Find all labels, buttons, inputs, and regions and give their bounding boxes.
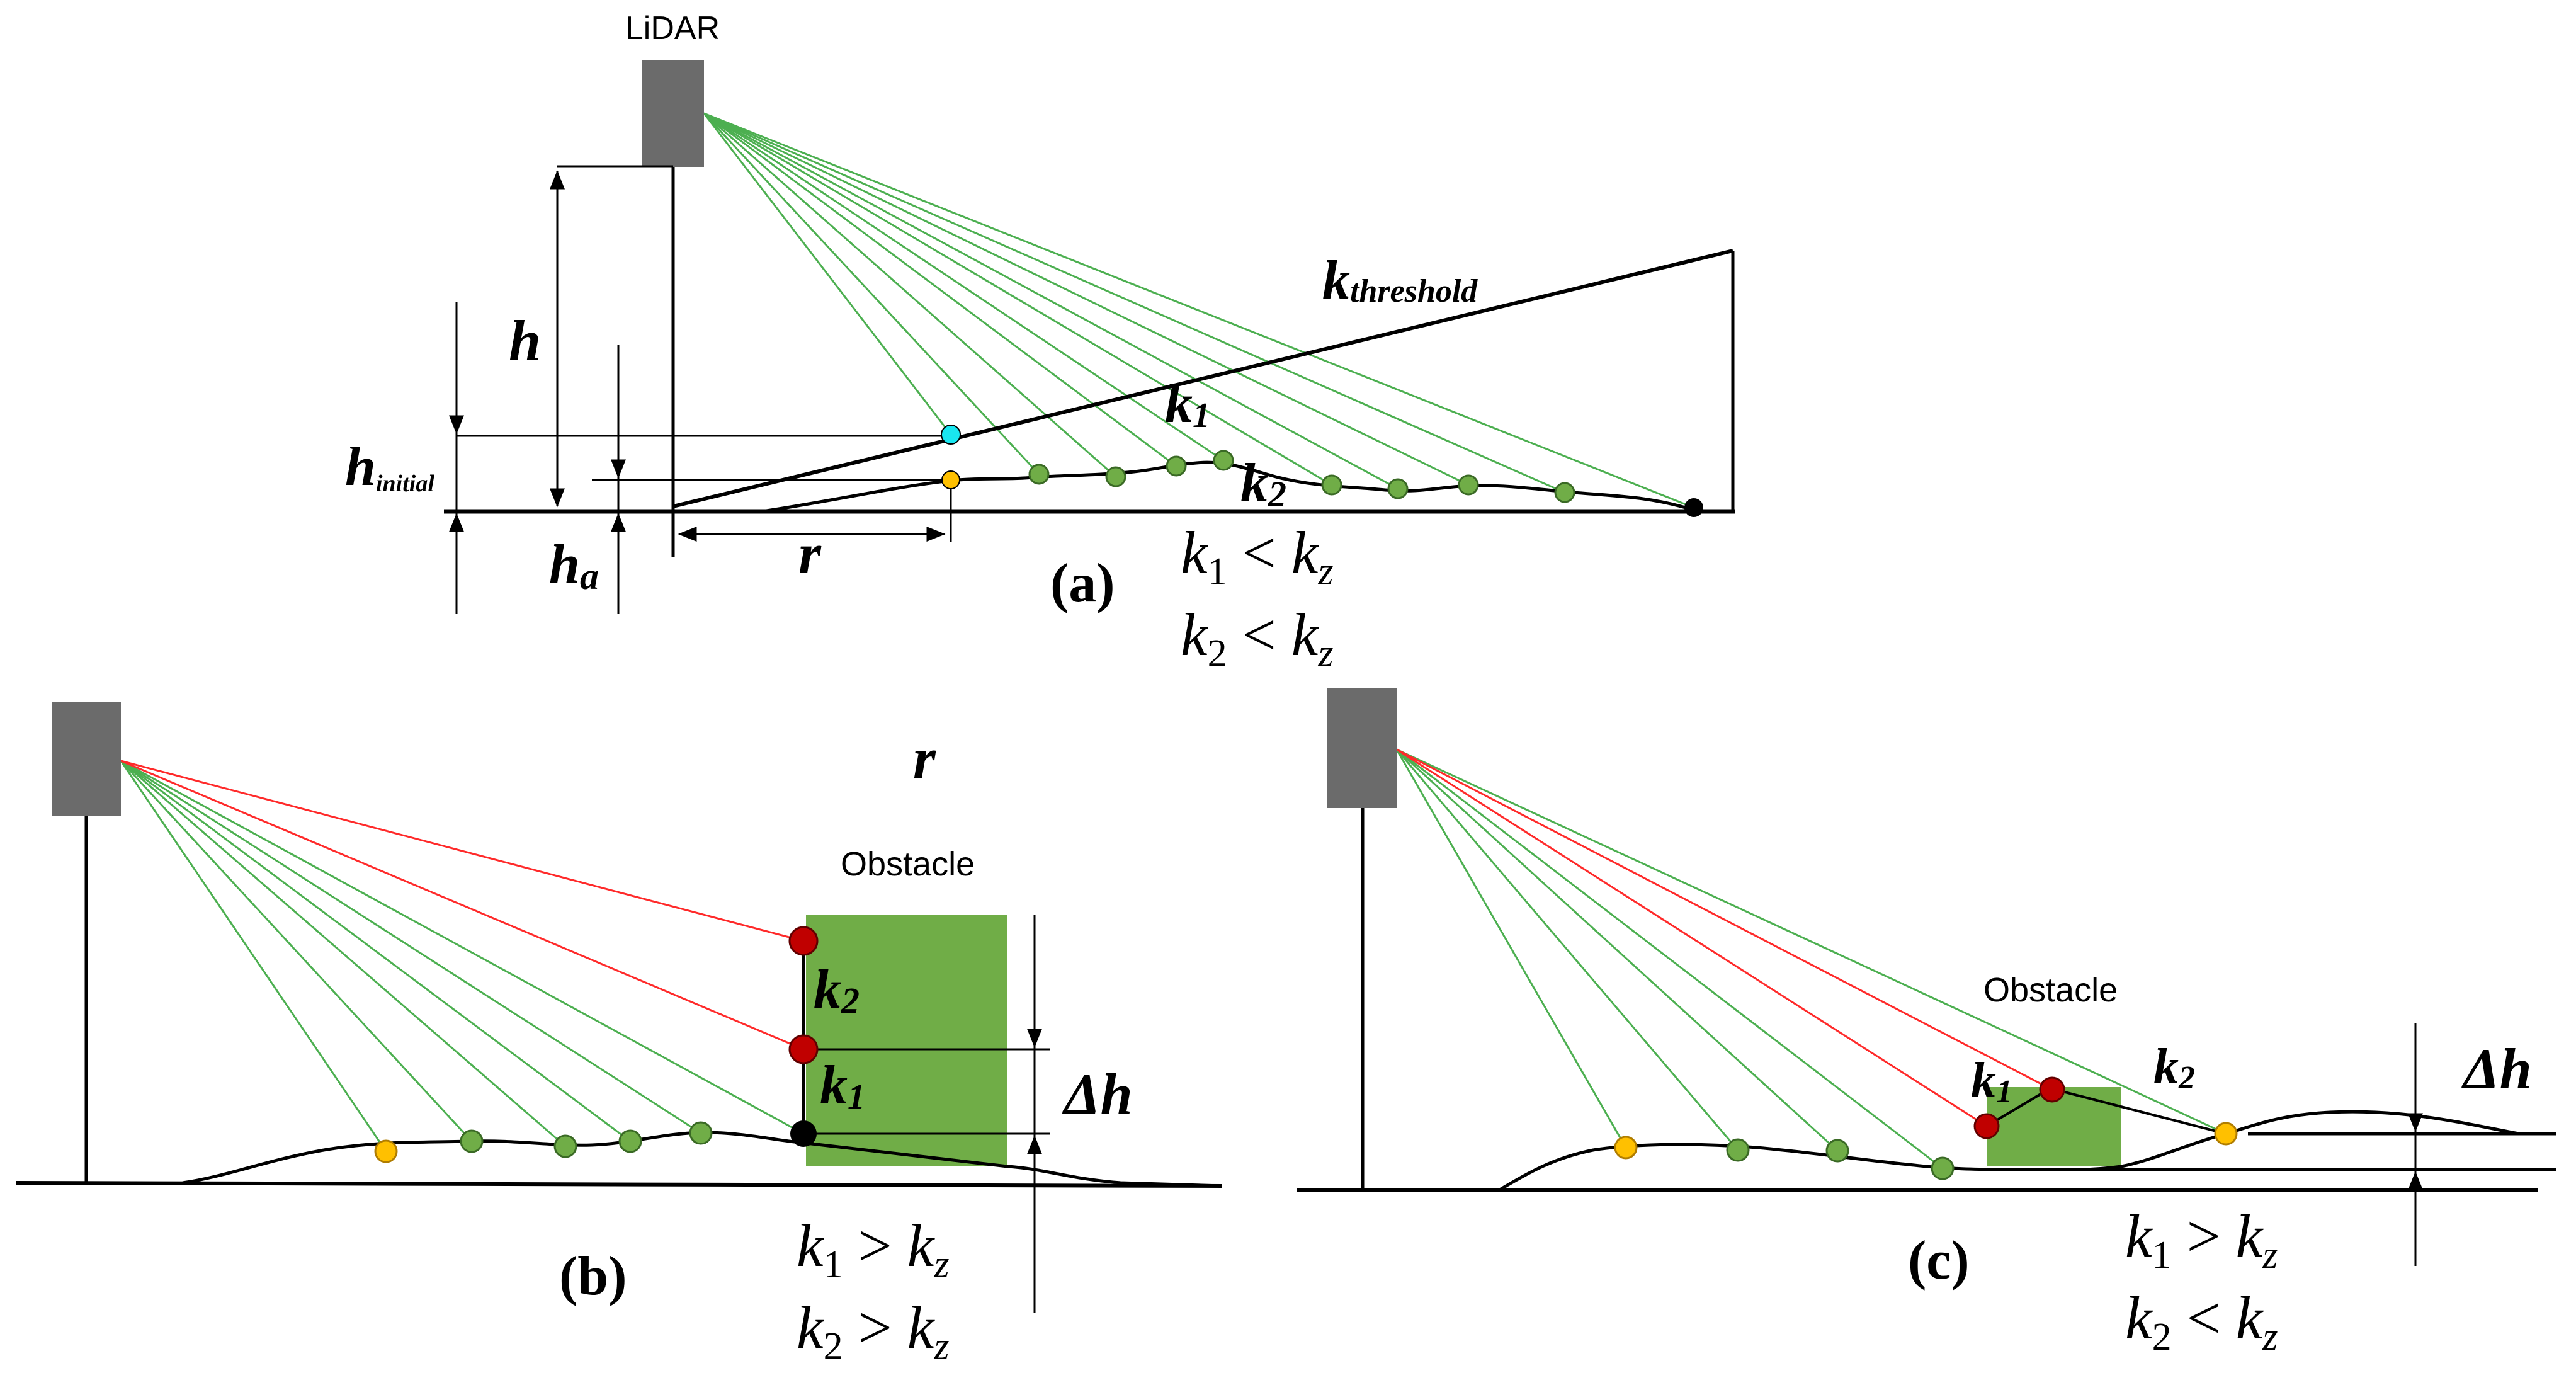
obstacle-label-c: Obstacle — [1983, 971, 2118, 1009]
ground-point — [1726, 1138, 1750, 1162]
lidar-sensor-c — [1327, 688, 1397, 808]
k1-label-b: k1 — [820, 1055, 865, 1117]
h-a-label: ha — [549, 534, 599, 597]
lidar-beams-b — [120, 760, 804, 1152]
ground-point — [618, 1129, 642, 1153]
beam-green — [120, 760, 566, 1148]
ground-point — [1458, 474, 1479, 496]
terrain-curve-a — [761, 460, 1735, 513]
beam-green — [703, 112, 1116, 478]
ground-point — [1825, 1139, 1849, 1163]
point-black-a — [1684, 498, 1703, 517]
panel-b-label: (b) — [559, 1246, 627, 1307]
beam-green — [120, 760, 387, 1152]
beam-green — [703, 112, 1177, 467]
r-label-b: r — [913, 726, 936, 790]
inequality-c-2: k2 < kz — [2125, 1284, 2278, 1359]
beam-green — [703, 112, 1399, 490]
ground-line-b — [15, 1181, 1222, 1188]
beam-green — [120, 760, 804, 1135]
panel-c-label: (c) — [1908, 1230, 1970, 1291]
terrain-curve-b — [182, 1131, 1222, 1188]
beam-green — [703, 112, 1332, 486]
k2-label-b: k2 — [814, 959, 860, 1021]
point-red-c-2 — [2039, 1076, 2065, 1103]
panel-b: r Obstacle k2 k1 Δh (b) k1 > kz k2 > kz — [15, 702, 1222, 1368]
ground-point — [689, 1121, 713, 1145]
k2-label-a: k2 — [1240, 453, 1286, 515]
beam-green — [120, 760, 701, 1134]
k1-label-a: k1 — [1165, 373, 1210, 435]
ground-point — [1166, 455, 1187, 477]
k2-label-c: k2 — [2153, 1039, 2195, 1096]
delta-h-label-b: Δh — [1062, 1062, 1133, 1126]
panel-c: Obstacle k1 k2 Δh (c) k1 > kz k2 < kz — [1297, 688, 2556, 1359]
inequality-b-1: k1 > kz — [797, 1212, 950, 1286]
point-orange-c-1 — [1614, 1136, 1638, 1160]
lidar-label: LiDAR — [625, 10, 720, 47]
ground-point — [1105, 466, 1126, 487]
r-label-a: r — [798, 522, 822, 586]
beam-green — [703, 112, 1224, 462]
k-threshold-line — [672, 249, 1733, 508]
beam-green — [703, 113, 952, 435]
lidar-beams-c — [1395, 748, 2227, 1170]
obstacle-label-b: Obstacle — [841, 845, 975, 883]
beam-green — [703, 112, 1469, 486]
beam-green — [703, 112, 1565, 494]
beam-green — [120, 760, 631, 1143]
h-label: h — [509, 309, 541, 373]
beam-green — [1396, 748, 1943, 1170]
beam-green — [1395, 748, 1839, 1152]
obstacle-b — [806, 915, 1007, 1166]
beam-green — [703, 112, 1694, 509]
point-red-c-1 — [1973, 1113, 2000, 1139]
point-orange-b — [374, 1139, 398, 1163]
delta-h-label-c: Δh — [2461, 1037, 2532, 1101]
point-cyan-threshold — [941, 425, 961, 445]
inequality-c-1: k1 > kz — [2125, 1202, 2278, 1277]
beam-green — [1395, 749, 1739, 1151]
ground-point — [460, 1129, 484, 1153]
lidar-sensor-b — [52, 702, 121, 816]
terrain-curve-c — [1497, 1110, 2519, 1192]
ground-point — [1554, 482, 1575, 503]
lidar-beams-a — [703, 112, 1694, 509]
inequality-a-1: k1 < kz — [1181, 519, 1334, 593]
beam-green — [120, 760, 473, 1143]
panel-a: LiDAR — [345, 10, 1735, 675]
point-black-b — [790, 1120, 817, 1147]
ground-points-c — [1726, 1138, 1955, 1180]
h-initial-label: hinitial — [345, 436, 434, 498]
beam-red — [120, 760, 804, 1051]
beam-red — [1396, 748, 2053, 1091]
ground-point — [1028, 464, 1050, 485]
k1-label-c: k1 — [1971, 1053, 2012, 1110]
beam-red — [120, 760, 804, 942]
beam-red — [1396, 748, 1987, 1127]
ground-point — [1931, 1156, 1955, 1180]
point-red-b-2 — [788, 926, 819, 956]
point-orange-a — [941, 470, 960, 489]
ground-point — [553, 1134, 577, 1158]
lidar-sensor-a — [642, 60, 704, 167]
inequality-b-2: k2 > kz — [797, 1294, 950, 1368]
beam-green — [1396, 748, 2227, 1135]
ground-point — [1387, 478, 1409, 499]
point-orange-c-2 — [2214, 1122, 2238, 1146]
k-threshold-label: kthreshold — [1322, 250, 1478, 311]
panel-a-label: (a) — [1050, 553, 1115, 614]
ground-points-a — [1028, 450, 1575, 503]
beam-green — [1395, 749, 1627, 1148]
ground-point — [1213, 450, 1234, 471]
ground-points-b — [460, 1121, 713, 1158]
beam-green — [703, 112, 1040, 476]
ground-point — [1321, 474, 1342, 496]
inequality-a-2: k2 < kz — [1181, 601, 1334, 675]
point-red-b-1 — [788, 1034, 819, 1064]
